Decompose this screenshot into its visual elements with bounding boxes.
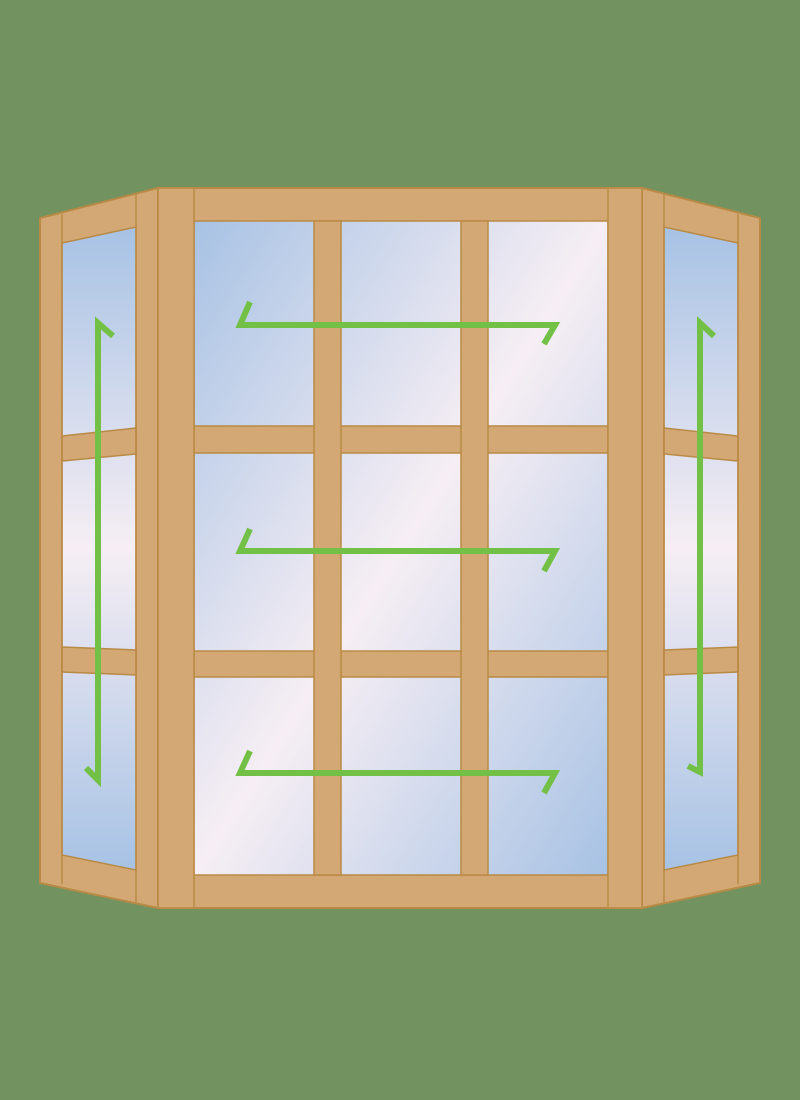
front-right-post xyxy=(607,187,643,909)
arrow-right-side xyxy=(686,316,717,777)
arrow-front-row-3 xyxy=(235,749,561,795)
arrow-front-row-2 xyxy=(235,527,561,573)
front-mullion-horizontal-2 xyxy=(193,650,609,678)
front-mullion-horizontal-1 xyxy=(193,425,609,454)
arrow-left-side xyxy=(83,316,115,788)
movement-arrows xyxy=(83,300,717,795)
arrow-front-row-1 xyxy=(235,300,561,346)
front-left-post xyxy=(157,187,195,909)
